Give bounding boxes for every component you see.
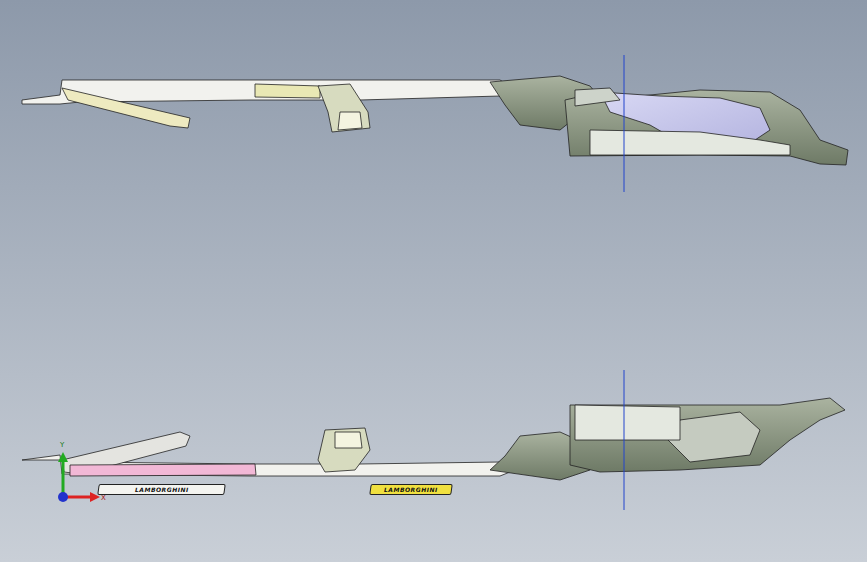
- axis-triad: [58, 452, 100, 502]
- axis-label: Y: [60, 441, 64, 449]
- badge-label: LAMBORGHINI: [369, 484, 453, 495]
- bottom-part: [22, 398, 845, 480]
- badge-text: LAMBORGHINI: [384, 486, 438, 493]
- badge-text: LAMBORGHINI: [135, 486, 189, 493]
- axis-line: [624, 370, 625, 510]
- axis-line: [624, 55, 625, 192]
- badge-label: LAMBORGHINI: [97, 484, 226, 495]
- axis-label: X: [101, 494, 106, 502]
- top-part: [22, 76, 848, 165]
